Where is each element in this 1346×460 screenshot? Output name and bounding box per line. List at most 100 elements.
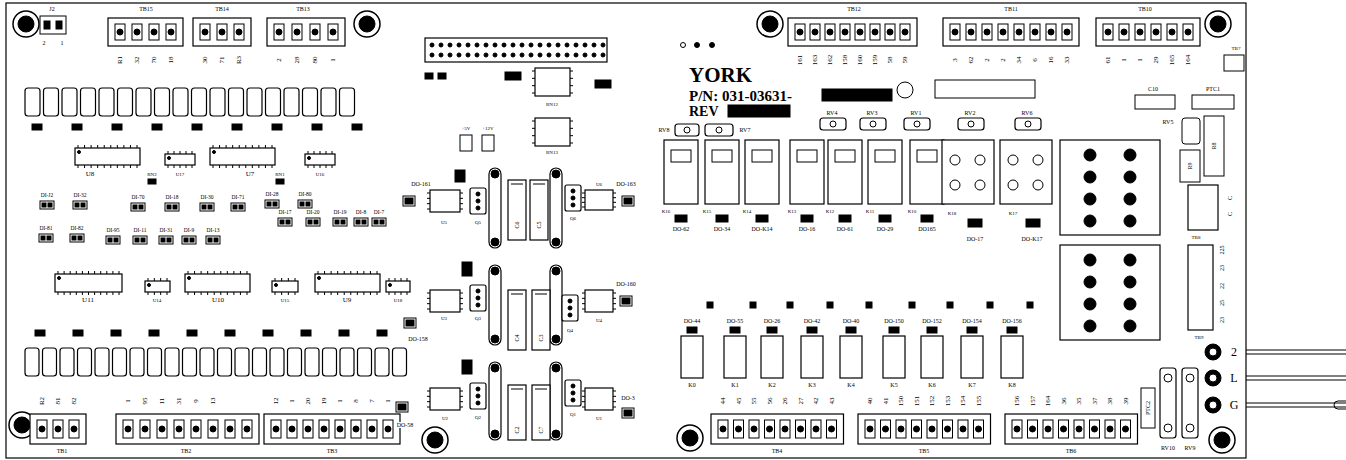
- terminal-slot: [1121, 420, 1131, 438]
- pin-number: 43: [828, 397, 835, 406]
- ic-pin: [148, 278, 149, 281]
- terminal-screw: [276, 29, 282, 35]
- terminal-screw: [176, 426, 182, 432]
- terminal-screw: [168, 29, 174, 35]
- terminal-screw: [812, 29, 818, 35]
- part-label: Q3: [474, 316, 482, 321]
- part-label: DO-55: [726, 318, 745, 324]
- smd-part: [339, 330, 349, 336]
- header-pin: [493, 43, 497, 47]
- pin-number: 1: [60, 40, 65, 46]
- smd-part: [455, 170, 465, 182]
- part-label: U5: [440, 220, 448, 225]
- potentiometer: [958, 118, 984, 130]
- ic-pin: [370, 271, 371, 274]
- ic-pin: [247, 292, 248, 295]
- pin: [568, 306, 572, 310]
- part-label: TB3: [326, 448, 339, 454]
- pin-number: 12: [273, 397, 280, 406]
- part-label: DO-17: [966, 236, 985, 242]
- transistor: [278, 218, 292, 226]
- smd-part: [438, 73, 446, 79]
- transistor-pad: [341, 220, 345, 224]
- terminal-slot: [208, 420, 218, 438]
- ic-pin: [247, 271, 248, 274]
- ic-pin: [320, 151, 321, 154]
- transistor: [159, 236, 173, 244]
- transistor: [372, 218, 386, 226]
- part-label: C2: [514, 425, 520, 434]
- ic-pin: [58, 292, 59, 295]
- ic-pin: [570, 93, 573, 94]
- pin-number: 30: [202, 56, 209, 65]
- part-label: DI-95: [105, 228, 120, 234]
- transistor: [73, 201, 87, 209]
- terminal-slot: [37, 420, 47, 438]
- smd-part: [263, 330, 273, 336]
- terminal-block: [1096, 18, 1200, 46]
- smd-part: [352, 124, 362, 130]
- ic-pin: [613, 407, 616, 408]
- terminal-slot: [225, 420, 235, 438]
- header-pin: [430, 43, 434, 47]
- pin-number: 11: [159, 397, 166, 406]
- resistor: [173, 88, 188, 116]
- resistor: [393, 348, 407, 376]
- terminal-slot: [943, 420, 953, 438]
- ic-pin: [460, 303, 463, 304]
- terminal-screw: [829, 426, 835, 432]
- pin: [476, 401, 480, 405]
- transistor-pad: [273, 202, 277, 206]
- pin-one-mark: [58, 277, 61, 280]
- part-label: DO-161: [410, 181, 432, 187]
- part-label: DI-9: [183, 228, 195, 234]
- resistor-network: [276, 179, 284, 184]
- part-label: RV2: [964, 110, 977, 116]
- part-label: DI-11: [133, 228, 148, 234]
- transistor-body: [405, 198, 413, 204]
- part-label: DO-34: [713, 226, 732, 232]
- ic-pin: [324, 292, 325, 295]
- ic-pin: [148, 292, 149, 295]
- header-pin: [457, 43, 461, 47]
- part-label: K15: [702, 209, 713, 214]
- ic-pin: [613, 293, 616, 294]
- terminal-screw: [1061, 426, 1067, 432]
- potentiometer-wiper: [968, 121, 974, 127]
- transistor-pad: [135, 238, 139, 242]
- relay: [961, 336, 983, 378]
- led: [807, 327, 817, 333]
- part-label: RV8: [658, 127, 671, 133]
- terminal-slot: [157, 420, 167, 438]
- relay: [942, 140, 994, 204]
- pin-number: 2: [984, 57, 991, 63]
- terminal-slot: [900, 24, 910, 40]
- part-label: K10: [907, 209, 918, 214]
- pin-number: 38: [1107, 397, 1114, 406]
- mounting-hole: [18, 16, 34, 32]
- power-wire: [1246, 403, 1346, 404]
- transistor: [70, 234, 84, 242]
- ic-pin: [582, 202, 585, 203]
- ic-pin: [314, 165, 315, 168]
- relay-pin: [975, 155, 985, 165]
- ic-pin: [324, 271, 325, 274]
- transistor-pad: [267, 202, 271, 206]
- terminal-screw: [134, 29, 140, 35]
- pin-number: 34: [1016, 56, 1023, 65]
- ribbon-header: [425, 38, 607, 62]
- ic-pin: [207, 292, 208, 295]
- ic-pin: [582, 309, 585, 310]
- ic-pin: [337, 271, 338, 274]
- part-label: K7: [967, 382, 976, 388]
- pin-one-mark: [78, 151, 81, 154]
- terminal-slot: [132, 24, 142, 40]
- part-label: K3: [807, 382, 816, 388]
- transistor: [106, 236, 120, 244]
- ic-pin: [570, 78, 573, 79]
- transformer-pin: [1084, 149, 1096, 161]
- terminal-screw: [1121, 29, 1127, 35]
- capacitor-mark: [535, 389, 547, 390]
- ic-pin: [119, 271, 120, 274]
- power-terminal: [1205, 370, 1221, 386]
